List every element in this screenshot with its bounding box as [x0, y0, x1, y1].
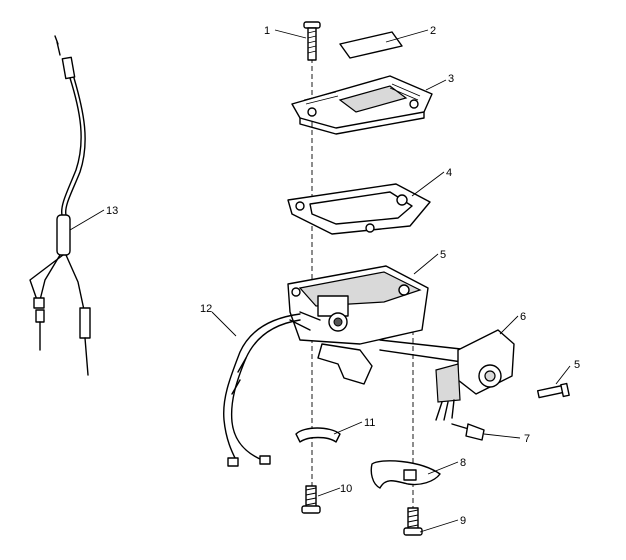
- part-3-cover: [291, 75, 433, 135]
- part-1-screw: [303, 21, 321, 61]
- part-7-plug: [451, 423, 485, 441]
- callout-2: 2: [430, 25, 436, 37]
- part-12-wire-harness: [222, 313, 301, 467]
- part-4-gasket: [287, 183, 431, 235]
- part-13-cable-harness: [29, 35, 91, 376]
- callout-7: 7: [524, 433, 530, 445]
- part-10-screw: [301, 485, 321, 514]
- part-11-clip: [295, 427, 341, 443]
- part-6-switch: [379, 329, 515, 421]
- part-8-clamp: [370, 460, 441, 489]
- callout-6: 6: [520, 311, 526, 323]
- part-9-screw: [403, 507, 423, 536]
- callout-3: 3: [448, 73, 454, 85]
- callout-13: 13: [106, 205, 118, 217]
- callout-9: 9: [460, 515, 466, 527]
- part-2-label: [339, 31, 403, 59]
- callout-4: 4: [446, 167, 452, 179]
- callout-11: 11: [364, 417, 375, 429]
- callout-1: 1: [264, 25, 270, 37]
- callout-5a: 5: [440, 249, 446, 261]
- part-5-housing: [287, 265, 429, 385]
- callout-5b: 5: [574, 359, 580, 371]
- callout-labels: 1 2 3 4 5 5 6 7 8 9 10 11 12 13: [106, 25, 580, 527]
- leader-lines: [69, 29, 571, 533]
- part-5b-screw: [536, 382, 570, 399]
- callout-12: 12: [200, 303, 212, 315]
- callout-8: 8: [460, 457, 466, 469]
- callout-10: 10: [340, 483, 352, 495]
